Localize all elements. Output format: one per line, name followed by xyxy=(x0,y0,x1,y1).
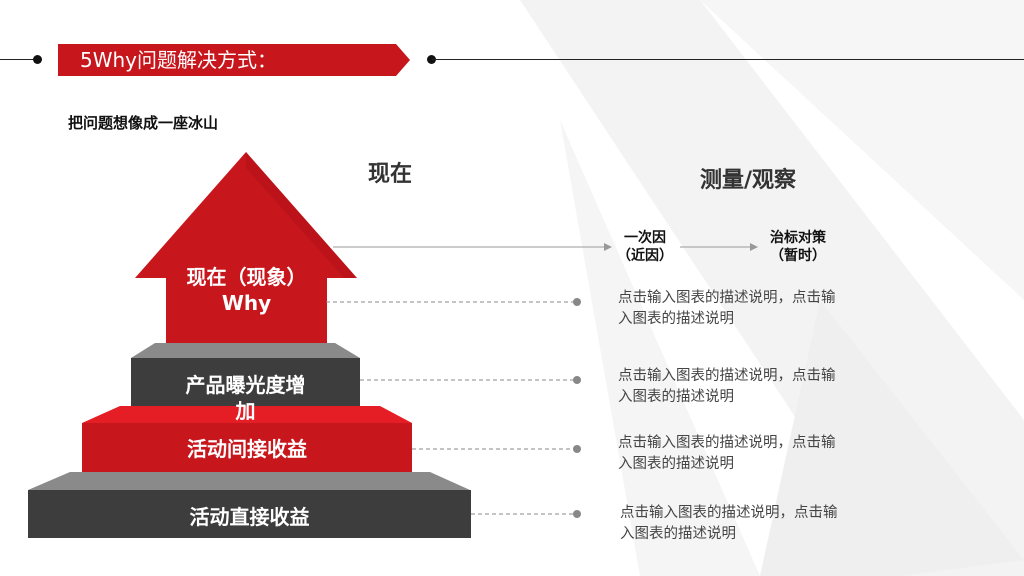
tier-2-front xyxy=(131,358,360,406)
tier-3-front xyxy=(82,423,412,472)
tier-3-label: 活动间接收益 xyxy=(187,437,307,461)
tier-1-label: 现在（现象） Why xyxy=(186,265,307,315)
tier-4-label: 活动直接收益 xyxy=(189,505,310,529)
banner-dot-right xyxy=(427,55,436,64)
tier-2-label: 产品曝光度增 加 xyxy=(185,373,306,423)
desc-connector-4-dot xyxy=(573,510,581,518)
tier-2-top-face xyxy=(131,343,360,358)
desc-connector-3-dot xyxy=(573,445,581,453)
title-banner xyxy=(58,44,410,76)
tier-4-top-face xyxy=(28,472,470,490)
action-label: 治标对策 （暂时） xyxy=(770,230,826,264)
banner-dot-left xyxy=(33,55,42,64)
description-3[interactable]: 点击输入图表的描述说明，点击输 入图表的描述说明 xyxy=(618,435,836,472)
description-4[interactable]: 点击输入图表的描述说明，点击输 入图表的描述说明 xyxy=(620,505,838,542)
banner-title: 5Why问题解决方式： xyxy=(80,48,278,72)
tier-3-top-face xyxy=(82,406,412,423)
heading-measure: 测量/观察 xyxy=(700,168,797,193)
subtitle: 把问题想像成一座冰山 xyxy=(68,114,219,132)
description-2[interactable]: 点击输入图表的描述说明，点击输 入图表的描述说明 xyxy=(618,368,836,405)
tier-1-arrow xyxy=(135,152,357,343)
banner-rule-left xyxy=(0,59,38,60)
heading-now: 现在 xyxy=(368,162,413,187)
tier-4-front xyxy=(28,490,471,538)
desc-connector-2-dot xyxy=(573,376,581,384)
cause-label: 一次因 （近因） xyxy=(617,230,673,264)
description-1[interactable]: 点击输入图表的描述说明，点击输 入图表的描述说明 xyxy=(618,290,836,327)
banner-rule-right xyxy=(432,59,1024,60)
desc-connector-1-dot xyxy=(573,298,581,306)
